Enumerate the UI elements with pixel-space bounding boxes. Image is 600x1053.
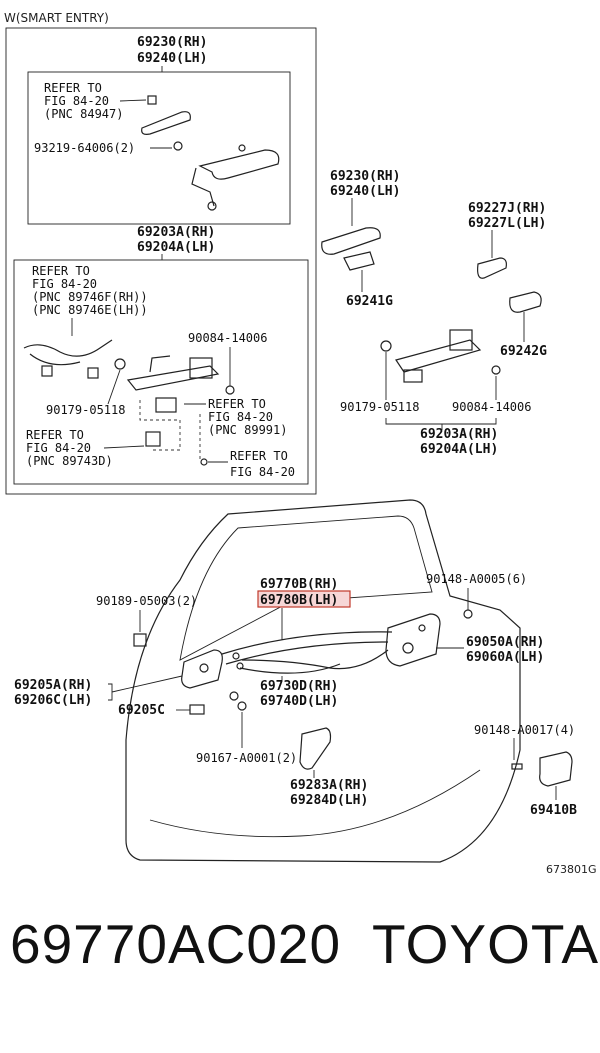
label-screw-90084-b: 90084-14006 <box>452 400 531 414</box>
label-clip-90189: 90189-05003(2) <box>96 594 197 608</box>
label-lock-lh: 69060A(LH) <box>466 650 544 665</box>
refer-2-line-1: REFER TO <box>32 264 90 278</box>
label-rod-lh: 69780B(LH) <box>260 593 338 608</box>
striker-part <box>539 751 573 787</box>
label-cover2-lh: 69284D(LH) <box>290 793 368 808</box>
label-pad-69242: 69242G <box>500 344 547 359</box>
lock-assembly-part <box>385 613 441 667</box>
label-screw-90167: 90167-A0001(2) <box>196 751 297 765</box>
label-clip-90179-b: 90179-05118 <box>340 400 419 414</box>
rod-cable-part <box>221 631 393 674</box>
label-top-handle-rh: 69230(RH) <box>137 35 207 50</box>
label-cover-lh: 69227L(LH) <box>468 216 546 231</box>
figure-id: 673801G <box>546 863 597 876</box>
refer-4-line-2: FIG 84-20 <box>26 441 91 455</box>
label-screw-90148-a: 90148-A0005(6) <box>426 572 527 586</box>
label-top-handle-lh: 69240(LH) <box>137 51 207 66</box>
highlight-box <box>257 590 351 608</box>
label-bolt-93219: 93219-64006(2) <box>34 141 135 155</box>
handle-detail-box <box>27 71 291 225</box>
refer-5-line-1: REFER TO <box>230 449 288 463</box>
part-number: 69770AC020 <box>10 913 342 975</box>
label-inner-lh: 69206C(LH) <box>14 693 92 708</box>
door-outline <box>125 499 521 863</box>
handle-cap-part <box>477 257 507 279</box>
outer-handle-part <box>191 144 280 211</box>
label-cable-rh: 69730D(RH) <box>260 679 338 694</box>
screw-90148-b-part <box>511 763 523 770</box>
frame2-part <box>380 329 501 383</box>
brand-name: TOYOTA <box>372 913 600 975</box>
screw-90167-part <box>229 691 239 701</box>
label-frame-lh: 69204A(LH) <box>137 240 215 255</box>
clip-90189-part <box>133 633 147 647</box>
label-lock-rh: 69050A(RH) <box>466 635 544 650</box>
refer-2-line-3: (PNC 89746F(RH)) <box>32 290 148 304</box>
label-striker: 69410B <box>530 803 577 818</box>
refer-2-line-4: (PNC 89746E(LH)) <box>32 303 148 317</box>
label-pad-69241: 69241G <box>346 294 393 309</box>
refer-1-line-3: (PNC 84947) <box>44 107 123 121</box>
label-screw-90148-b: 90148-A0017(4) <box>474 723 575 737</box>
label-handle-rh: 69230(RH) <box>330 169 400 184</box>
label-clip-90179-a: 90179-05118 <box>46 403 125 417</box>
refer-3-line-2: FIG 84-20 <box>208 410 273 424</box>
cover2-part <box>299 727 332 770</box>
handle-cover-part <box>141 95 191 151</box>
label-inner-rh: 69205A(RH) <box>14 678 92 693</box>
label-frame2-rh: 69203A(RH) <box>420 427 498 442</box>
refer-5-line-2: FIG 84-20 <box>230 465 295 479</box>
refer-1-line-1: REFER TO <box>44 81 102 95</box>
variant-header: W(SMART ENTRY) <box>4 11 109 25</box>
refer-3-line-3: (PNC 89991) <box>208 423 287 437</box>
refer-3-line-1: REFER TO <box>208 397 266 411</box>
refer-4-line-3: (PNC 89743D) <box>26 454 113 468</box>
door-handle-part <box>321 227 381 271</box>
label-cover2-rh: 69283A(RH) <box>290 778 368 793</box>
label-frame-rh: 69203A(RH) <box>137 225 215 240</box>
wire-harness-part <box>23 339 126 379</box>
refer-4-line-1: REFER TO <box>26 428 84 442</box>
frame-detail-box <box>13 259 309 485</box>
refer-2-line-2: FIG 84-20 <box>32 277 97 291</box>
inner-c-part <box>189 704 205 715</box>
inner-handle-part <box>181 649 223 689</box>
smart-entry-box <box>5 27 317 495</box>
label-rod-rh: 69770B(RH) <box>260 577 338 592</box>
label-screw-90084-a: 90084-14006 <box>188 331 267 345</box>
label-cover-rh: 69227J(RH) <box>468 201 546 216</box>
label-handle-lh: 69240(LH) <box>330 184 400 199</box>
label-cable-lh: 69740D(LH) <box>260 694 338 709</box>
refer-1-line-2: FIG 84-20 <box>44 94 109 108</box>
label-inner-c: 69205C <box>118 703 165 718</box>
rear-pad-part <box>509 291 542 313</box>
frame-part <box>126 355 235 413</box>
label-frame2-lh: 69204A(LH) <box>420 442 498 457</box>
